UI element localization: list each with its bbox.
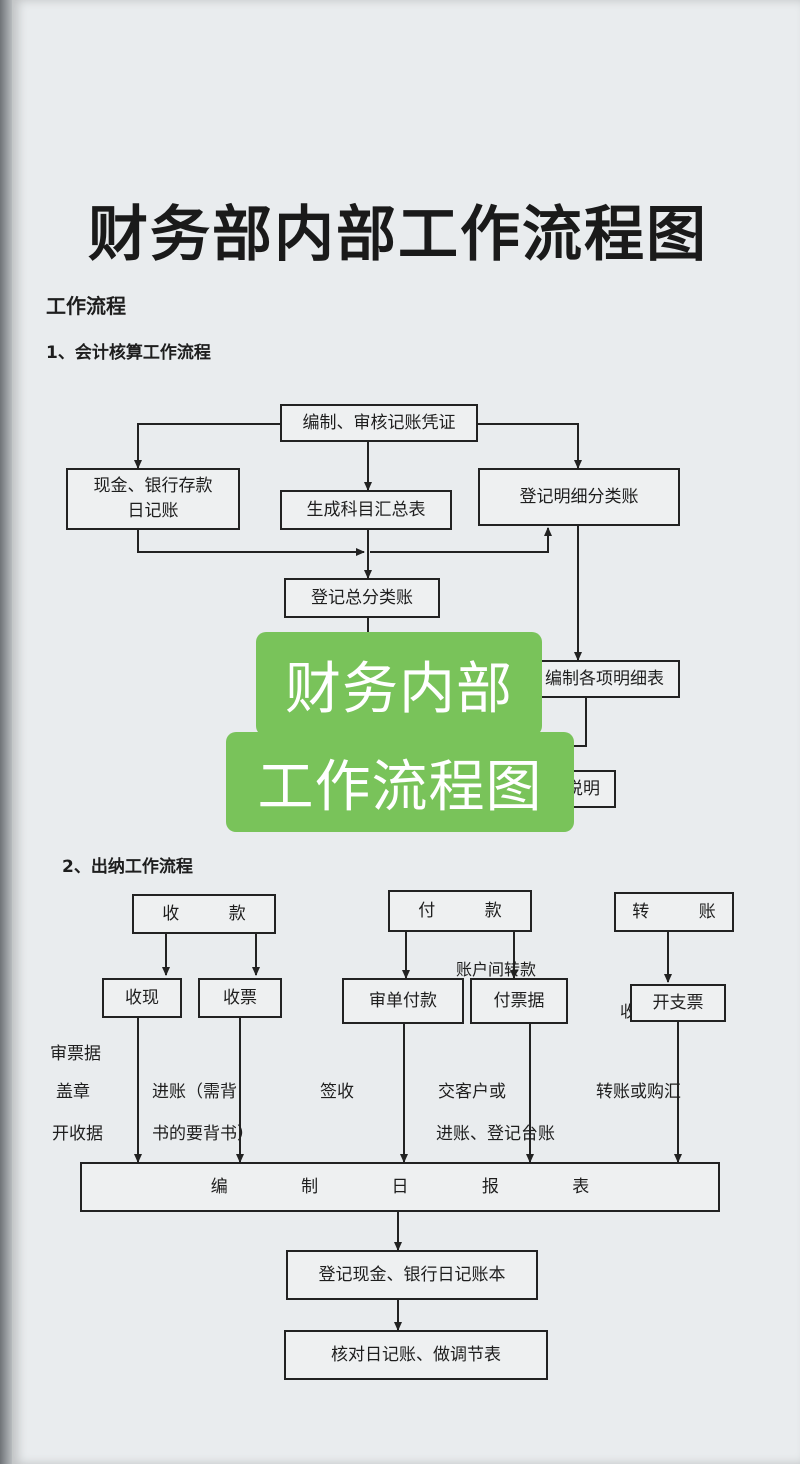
pay-box: 付 款: [388, 890, 532, 932]
note-deposit-line1: 进账（需背: [152, 1082, 237, 1102]
pay-bill-box: 付票据: [470, 978, 568, 1024]
note-transfer-remit: 转账或购汇: [596, 1082, 681, 1102]
pay-label: 付 款: [418, 900, 524, 921]
cashier-heading: 2、出纳工作流程: [62, 857, 193, 877]
general-ledger-box: 登记总分类账: [284, 578, 440, 618]
receive-box: 收 款: [132, 894, 276, 934]
cash-bank-journal-box: 现金、银行存款 日记账: [66, 468, 240, 530]
collect-bill-box: 收票: [198, 978, 282, 1018]
note-deposit-line2: 书的要背书）: [152, 1124, 254, 1144]
review-payment-label: 审单付款: [369, 990, 437, 1011]
arrow-journal-to-merge: [137, 530, 365, 556]
explanation-label: 说明: [566, 778, 600, 799]
summary-table-box: 生成科目汇总表: [280, 490, 452, 530]
arrow-voucher-to-journal: [134, 423, 280, 469]
detail-tables-label: 编制各项明细表: [545, 668, 664, 689]
overlay-banner-line2: 工作流程图: [226, 732, 574, 832]
overlay-banner-line1: 财务内部: [256, 632, 542, 736]
note-deliver-line1: 交客户或: [438, 1082, 506, 1102]
note-review-bill: 审票据: [50, 1044, 101, 1064]
line-tables-down: [574, 696, 587, 747]
record-journal-box: 登记现金、银行日记账本: [286, 1250, 538, 1300]
cash-bank-journal-line2: 日记账: [127, 501, 179, 521]
note-sign-receive: 签收: [320, 1082, 354, 1102]
daily-report-box: 编 制 日 报 表: [80, 1162, 720, 1212]
arrow-merge-to-detail: [370, 527, 552, 553]
compile-voucher-box: 编制、审核记账凭证: [280, 404, 478, 442]
transfer-box: 转 账: [614, 892, 734, 932]
note-stamp: 盖章: [56, 1082, 90, 1102]
collect-bill-label: 收票: [223, 987, 257, 1008]
summary-table-label: 生成科目汇总表: [306, 499, 426, 520]
note-issue-receipt: 开收据: [52, 1124, 103, 1144]
general-ledger-label: 登记总分类账: [311, 587, 413, 608]
note-deliver-line2: 进账、登记台账: [436, 1124, 555, 1144]
compile-voucher-label: 编制、审核记账凭证: [302, 412, 456, 433]
collect-cash-label: 收现: [125, 987, 159, 1008]
accounting-heading: 1、会计核算工作流程: [46, 343, 211, 363]
reconcile-label: 核对日记账、做调节表: [331, 1344, 501, 1365]
issue-check-label: 开支票: [652, 992, 704, 1013]
review-payment-box: 审单付款: [342, 978, 464, 1024]
issue-check-box: 开支票: [630, 984, 726, 1022]
cash-bank-journal-line1: 现金、银行存款: [93, 475, 213, 496]
detail-ledger-label: 登记明细分类账: [519, 486, 639, 507]
arrow-voucher-to-detail: [478, 423, 582, 469]
daily-report-label: 编 制 日 报 表: [210, 1176, 624, 1197]
section-heading: 工作流程: [46, 294, 126, 318]
record-journal-label: 登记现金、银行日记账本: [318, 1264, 506, 1285]
collect-cash-box: 收现: [102, 978, 182, 1018]
page-title: 财务部内部工作流程图: [88, 200, 708, 270]
page-edge-shadow: [0, 0, 12, 1464]
pay-bill-label: 付票据: [493, 990, 545, 1011]
receive-label: 收 款: [162, 903, 268, 924]
detail-ledger-box: 登记明细分类账: [478, 468, 680, 526]
reconcile-box: 核对日记账、做调节表: [284, 1330, 548, 1380]
transfer-label: 转 账: [632, 901, 738, 922]
partial-label-top: 账户间转款: [456, 960, 537, 979]
